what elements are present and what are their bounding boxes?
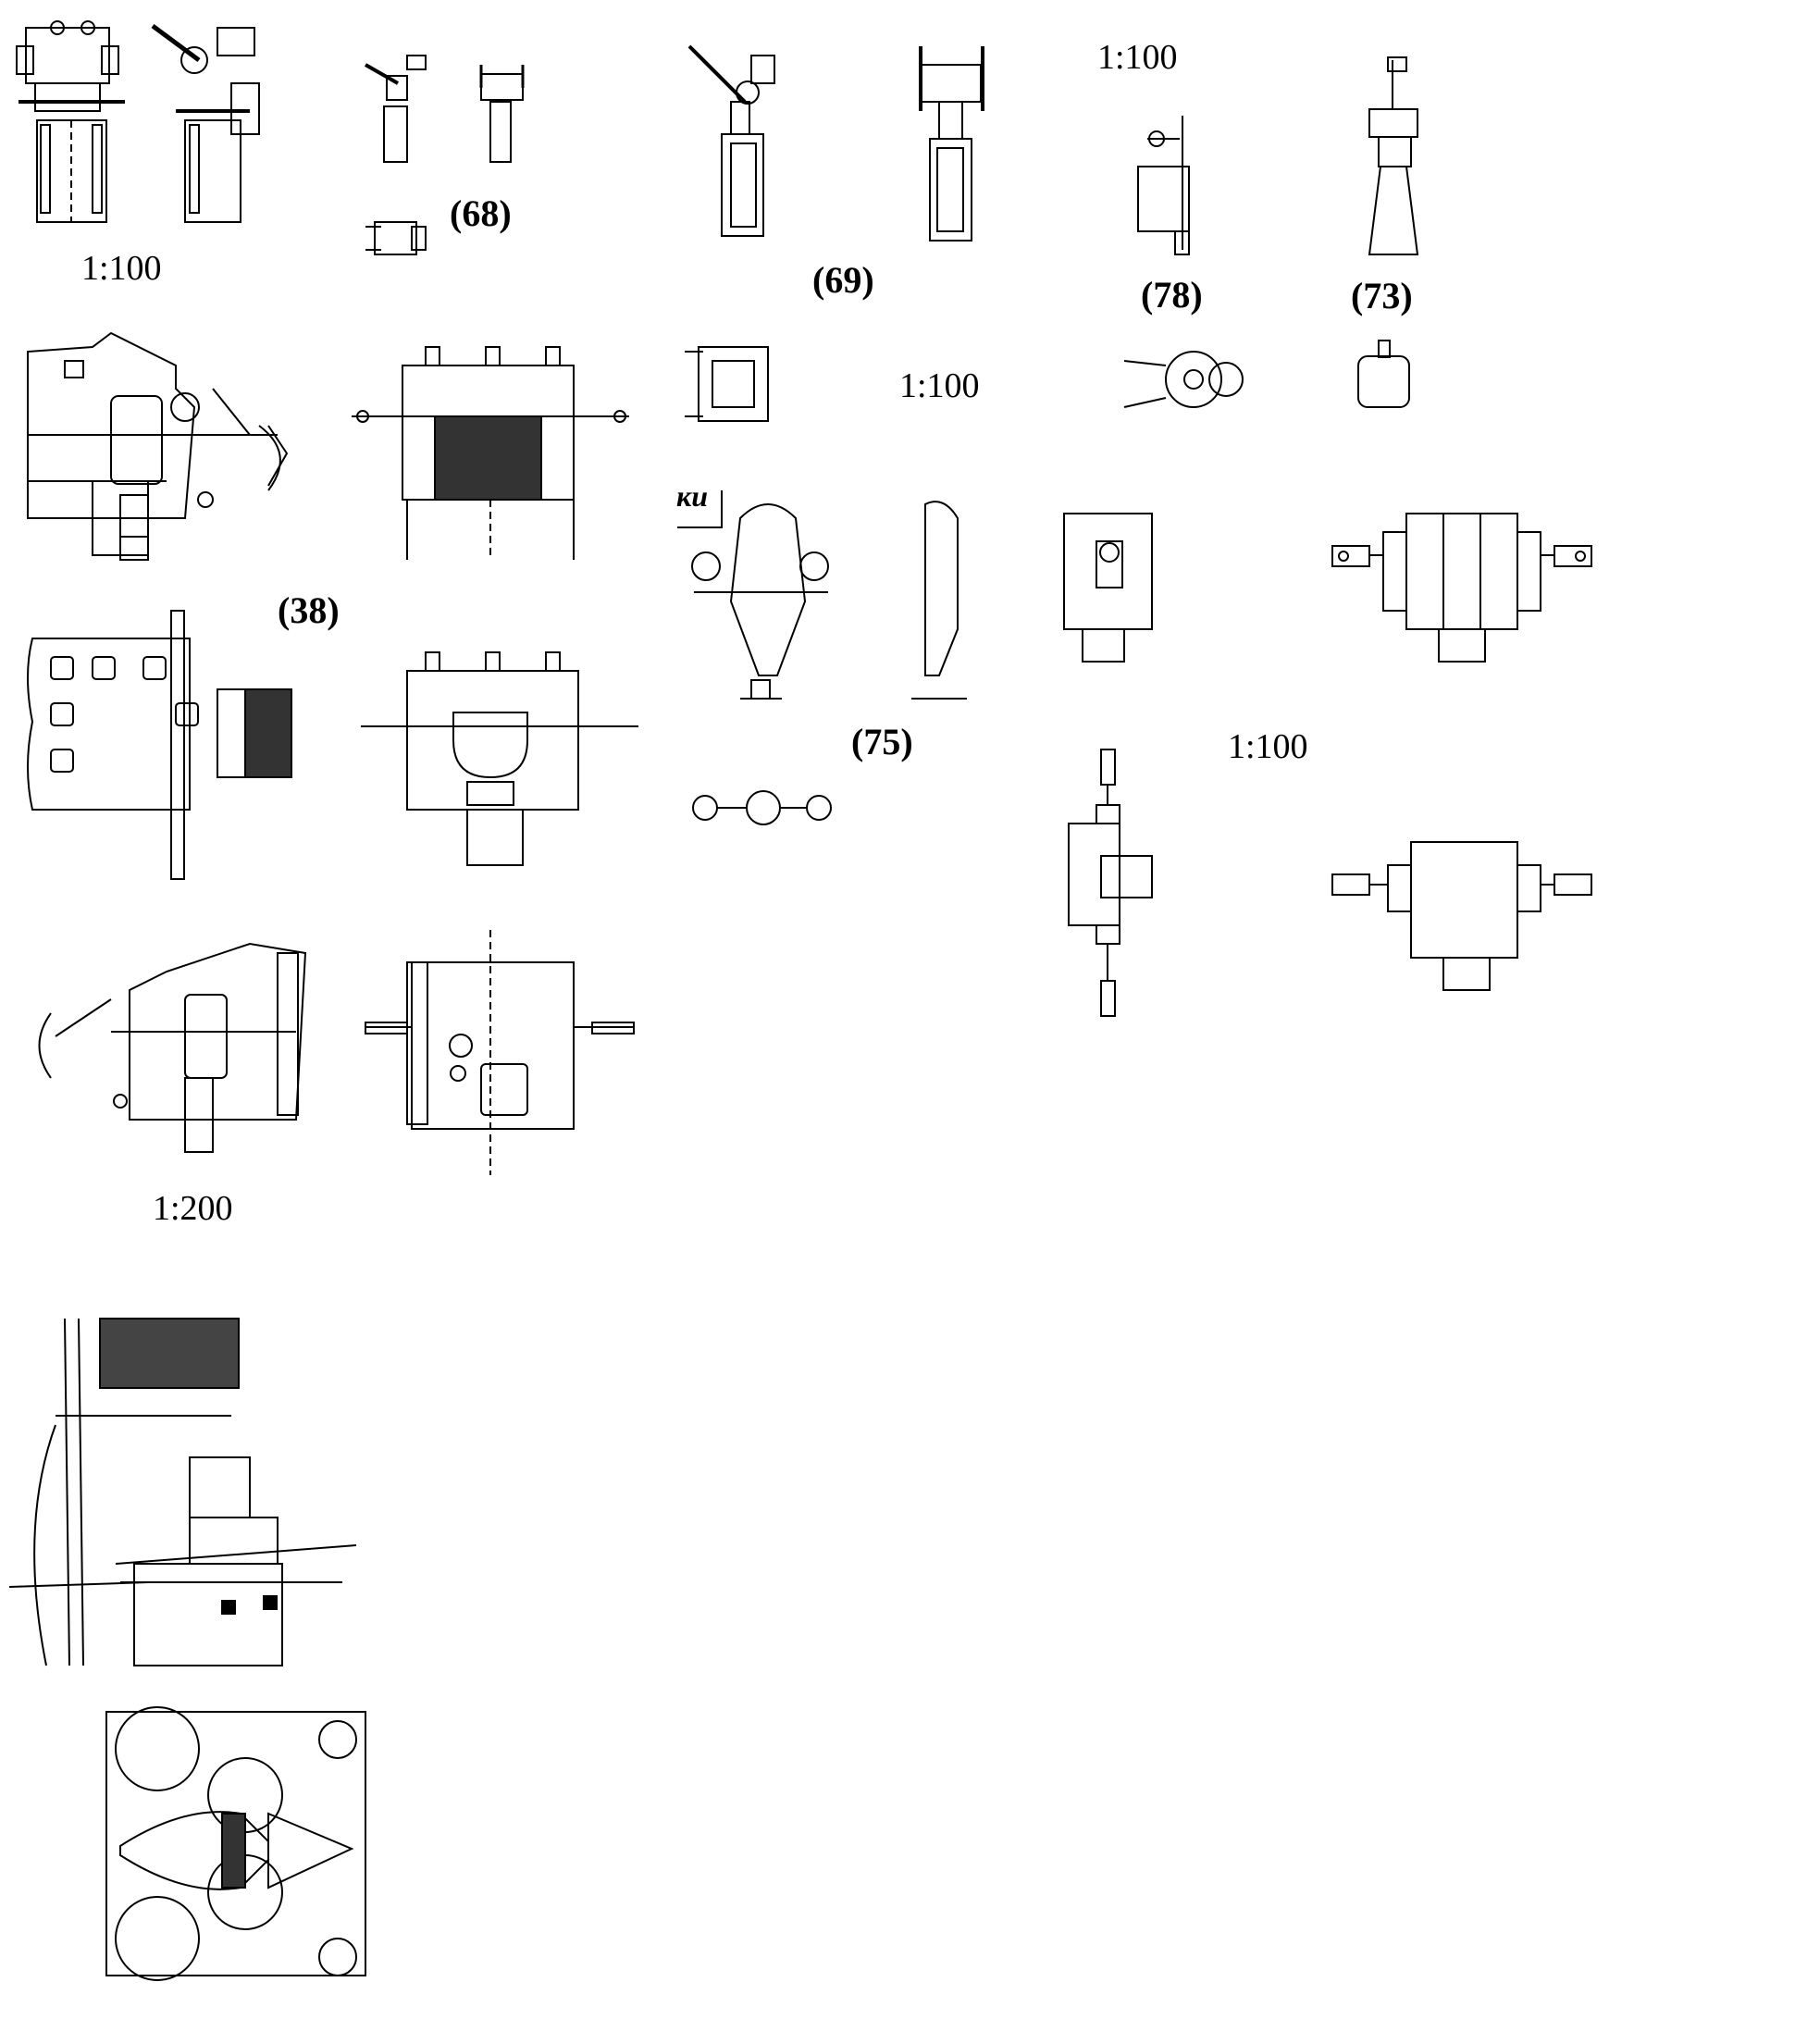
mount-69-side <box>689 46 774 236</box>
item-78-top <box>1124 352 1243 407</box>
item-73-top <box>1358 341 1409 407</box>
mast-detail <box>9 1319 356 1666</box>
item-75-front <box>692 504 828 699</box>
item-number-69: (69) <box>812 259 874 301</box>
radar-unit-small-front <box>365 930 634 1175</box>
item-75-top <box>693 791 831 824</box>
scale-label-bottom: 1:200 <box>153 1189 233 1228</box>
fragment-text: ки <box>676 479 709 513</box>
scale-label-middle: 1:100 <box>899 366 980 405</box>
radar-unit-small-side <box>40 944 306 1152</box>
item-75-side <box>911 502 967 699</box>
item-78-side <box>1138 116 1189 254</box>
item-73-pedestal <box>1369 57 1417 254</box>
fragment-frame <box>677 490 722 527</box>
radar-38-front-view <box>352 347 629 560</box>
radar-38-side-view <box>28 333 287 560</box>
director-front-view <box>1332 514 1591 662</box>
radar-38-top-view <box>28 611 291 879</box>
plan-view-detail <box>106 1707 365 1980</box>
item-number-38: (38) <box>278 589 340 631</box>
director-side-view <box>1064 514 1152 662</box>
mount-69-front <box>921 46 983 241</box>
director-rear-view <box>1332 842 1591 990</box>
gun-mount-side-view <box>153 26 259 222</box>
mount-68-front <box>481 65 523 162</box>
mount-69-top <box>685 347 768 421</box>
item-number-78: (78) <box>1141 274 1203 316</box>
director-top-view <box>1069 749 1152 1016</box>
scale-label-top-right: 1:100 <box>1097 38 1178 77</box>
scale-label-top-left: 1:100 <box>81 249 162 288</box>
gun-mount-front-view <box>17 21 125 222</box>
item-number-73: (73) <box>1351 275 1413 316</box>
mount-68-side <box>365 56 426 162</box>
radar-38-rear-view <box>361 652 638 865</box>
item-number-68: (68) <box>450 192 512 234</box>
scale-label-right: 1:100 <box>1228 727 1308 766</box>
item-number-75: (75) <box>851 721 913 762</box>
mount-68-top <box>365 222 426 254</box>
